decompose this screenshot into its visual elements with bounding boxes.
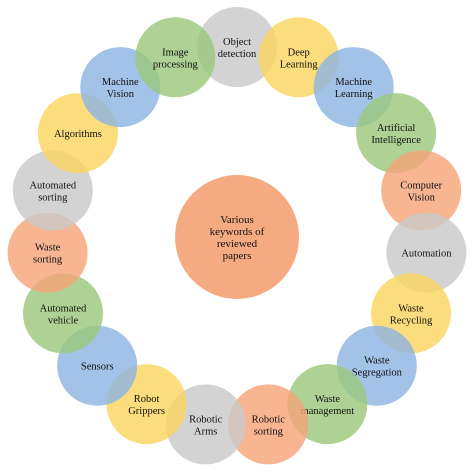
keyword-node-object-detection-label-line-2: detection [218, 49, 257, 60]
keyword-node-image-processing-label-line-1: Image [162, 47, 189, 58]
keyword-node-machine-vision-label-line-1: Machine [102, 77, 139, 88]
keyword-node-algorithms-label-line-1: Algorithms [54, 129, 102, 140]
keyword-node-robotic-sorting-label-line-1: Robotic [252, 414, 286, 425]
keyword-node-artificial-intelligence-label-line-1: Artificial [377, 123, 416, 134]
keyword-node-automated-vehicle-circle [23, 273, 103, 354]
keyword-node-robotic-arms-label-line-2: Arms [194, 426, 217, 437]
keyword-node-automated-vehicle-label-line-2: vehicle [48, 315, 79, 326]
keyword-node-waste-segregation-label-line-2: Segregation [352, 368, 403, 379]
keyword-node-robotic-sorting-label-line-2: sorting [254, 426, 284, 437]
keyword-node-automated-sorting-label-line-1: Automated [29, 180, 76, 191]
keyword-node-image-processing-circle [135, 17, 216, 98]
keyword-node-automated-vehicle-label-line-1: Automated [40, 303, 87, 314]
keyword-node-automated-sorting-label-line-2: sorting [38, 192, 68, 203]
center-hub-label-line-3: reviewed [217, 238, 258, 250]
keyword-node-machine-learning-label-line-2: Learning [335, 89, 374, 100]
keyword-node-waste-management-label-line-2: management [301, 406, 355, 417]
keyword-node-machine-learning-label-line-1: Machine [335, 77, 372, 88]
center-hub-label-line-2: keywords of [210, 226, 265, 238]
keyword-node-artificial-intelligence-label-line-2: Intelligence [371, 135, 421, 146]
keyword-node-deep-learning-label-line-1: Deep [288, 47, 310, 58]
keyword-node-robotic-arms-label-line-1: Robotic [189, 414, 223, 425]
keyword-node-waste-recycling-label-line-1: Waste [398, 303, 424, 314]
keyword-node-waste-recycling-label-line-2: Recycling [390, 315, 433, 326]
keyword-node-object-detection-label-line-1: Object [223, 37, 251, 48]
keyword-node-image-processing-label-line-2: processing [153, 59, 199, 70]
keyword-node-waste-sorting-label-line-2: sorting [33, 255, 63, 266]
keyword-node-computer-vision-label-line-1: Computer [400, 180, 442, 191]
keyword-node-sensors-label-line-1: Sensors [81, 362, 114, 373]
keyword-node-automation: Automation [386, 212, 467, 293]
keyword-node-waste-segregation-label-line-1: Waste [364, 356, 390, 367]
center-hub-circle [175, 175, 299, 299]
keyword-node-machine-vision-label-line-2: Vision [107, 89, 135, 100]
keyword-node-waste-sorting-circle [7, 212, 88, 293]
keyword-node-computer-vision-circle [381, 150, 462, 231]
keyword-node-robotic-sorting-circle [228, 384, 309, 465]
keyword-node-automation-label-line-1: Automation [401, 249, 452, 260]
keyword-node-waste-sorting-label-line-1: Waste [35, 243, 61, 254]
center-hub-label-line-1: Various [220, 214, 254, 226]
keyword-node-deep-learning-label-line-2: Learning [280, 59, 319, 70]
keyword-node-waste-management-label-line-1: Waste [315, 394, 341, 405]
keyword-node-robot-grippers-label-line-2: Grippers [128, 406, 165, 417]
keyword-node-automation-circle [386, 212, 467, 293]
center-hub-label-line-4: papers [223, 250, 252, 262]
keyword-node-computer-vision-label-line-2: Vision [408, 192, 436, 203]
keyword-node-robot-grippers-label-line-1: Robot [134, 394, 160, 405]
keyword-node-object-detection-circle [197, 7, 277, 87]
